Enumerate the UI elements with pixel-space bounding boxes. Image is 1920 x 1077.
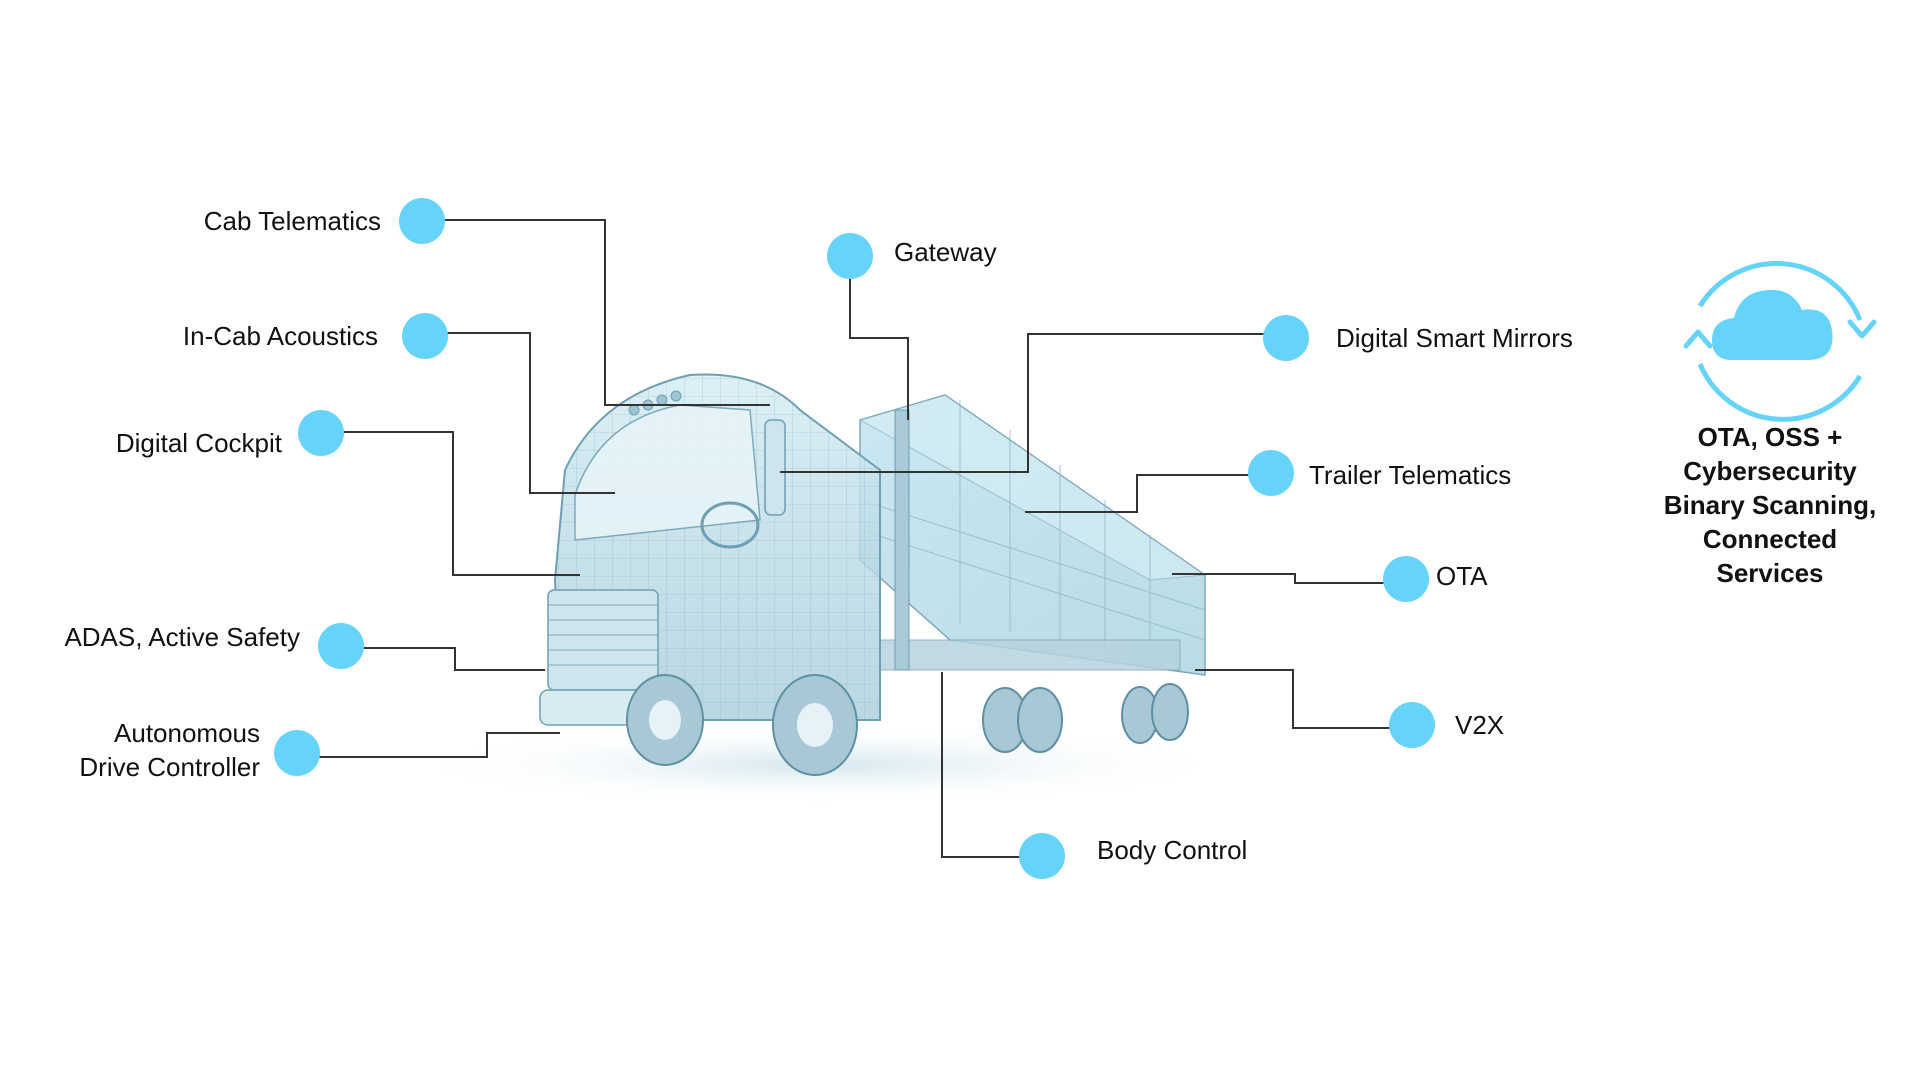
cloud-caption: OTA, OSS + Cybersecurity Binary Scanning… [1640, 420, 1900, 590]
callout-dot-cab-telematics[interactable] [399, 198, 445, 244]
cloud-sync-icon [1683, 260, 1877, 422]
callout-dot-digital-cockpit[interactable] [298, 410, 344, 456]
leader-line-adas [363, 647, 545, 671]
callout-dot-gateway[interactable] [827, 233, 873, 279]
label-autonomous-drive: Autonomous Drive Controller [79, 718, 260, 782]
label-trailer-telematics: Trailer Telematics [1309, 460, 1512, 490]
leader-line-body-control [941, 672, 1024, 858]
label-adas: ADAS, Active Safety [64, 622, 300, 652]
label-ota: OTA [1436, 561, 1488, 591]
callout-dot-body-control[interactable] [1019, 833, 1065, 879]
cloud-caption-line: Connected [1702, 524, 1838, 554]
callout-dot-v2x[interactable] [1389, 702, 1435, 748]
leader-line-in-cab-acoustics [445, 332, 615, 494]
label-in-cab-acoustics: In-Cab Acoustics [182, 321, 378, 351]
label-body-control: Body Control [1097, 835, 1248, 865]
leader-lines [318, 219, 1397, 858]
callout-dot-adas[interactable] [318, 623, 364, 669]
callout-dot-trailer-telematics[interactable] [1248, 450, 1294, 496]
cloud-caption-line: OTA, OSS + [1697, 422, 1843, 452]
label-gateway: Gateway [894, 237, 997, 267]
cloud-caption-line: Cybersecurity [1683, 456, 1857, 486]
leader-line-autonomous-drive [318, 732, 560, 758]
cloud-caption-line: Binary Scanning, [1663, 490, 1877, 520]
leader-line-cab-telematics [440, 219, 770, 406]
leader-line-ota [1172, 573, 1388, 584]
callout-dot-autonomous-drive[interactable] [274, 730, 320, 776]
label-v2x: V2X [1455, 710, 1505, 740]
leader-line-digital-smart-mirrors [780, 333, 1272, 473]
label-digital-smart-mirrors: Digital Smart Mirrors [1336, 323, 1573, 353]
label-cab-telematics: Cab Telematics [203, 206, 381, 236]
callout-dot-in-cab-acoustics[interactable] [402, 313, 448, 359]
leader-line-trailer-telematics [1025, 474, 1252, 513]
truck-wireframe-illustration [539, 373, 1207, 776]
leader-line-gateway [849, 275, 909, 420]
leader-line-digital-cockpit [343, 431, 580, 576]
leader-line-v2x [1195, 669, 1397, 729]
label-digital-cockpit: Digital Cockpit [115, 428, 282, 458]
callout-dot-digital-smart-mirrors[interactable] [1263, 315, 1309, 361]
cloud-caption-line: Services [1716, 558, 1824, 588]
callout-dot-ota[interactable] [1383, 556, 1429, 602]
